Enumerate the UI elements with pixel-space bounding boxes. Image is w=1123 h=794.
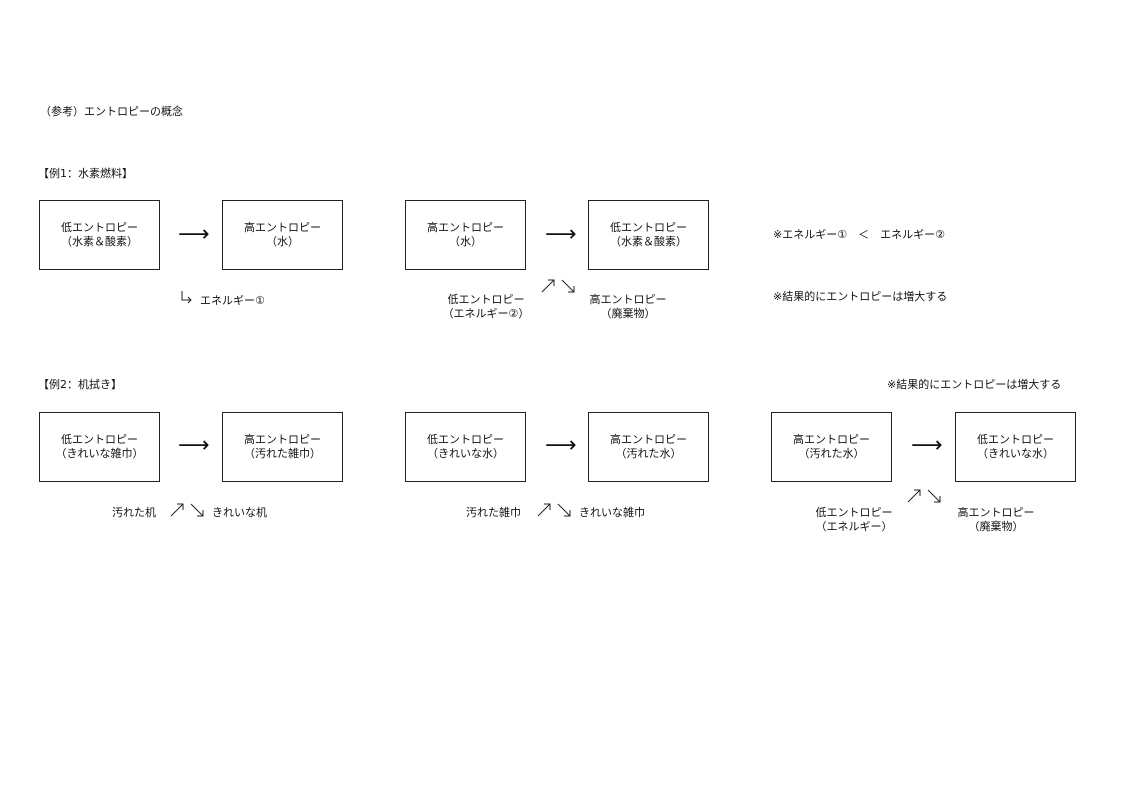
page-title: （参考）エントロピーの概念 [40,105,183,118]
example2-box-clean-water: 低エントロピー （きれいな水） [405,412,526,482]
energy-compare-note: ※エネルギー① ＜ エネルギー② [773,228,945,241]
dirty-desk-label: 汚れた机 [112,506,156,519]
example1-output-label: 高エントロピー （廃棄物） [578,293,678,321]
label-line: （廃棄物） [968,520,1024,533]
box-line: （汚れた水） [798,447,865,460]
box-line: 高エントロピー [244,221,321,234]
box-line: 高エントロピー [427,221,504,234]
label-line: 高エントロピー [589,293,667,306]
label-line: （エネルギー②） [442,307,530,320]
example2-box-dirty-water: 高エントロピー （汚れた水） [588,412,709,482]
box-line: 低エントロピー [610,221,687,234]
box-line: 低エントロピー [977,433,1054,446]
box-line: （水） [449,235,482,248]
right-arrow-icon: ⟶ [911,433,943,458]
box-line: 低エントロピー [61,221,138,234]
example1-box-high-entropy-water-2: 高エントロピー （水） [405,200,526,270]
box-line: （きれいな水） [427,447,504,460]
clean-desk-label: きれいな机 [212,506,267,519]
box-line: 高エントロピー [244,433,321,446]
example2-box-dirty-water-2: 高エントロピー （汚れた水） [771,412,892,482]
box-line: 低エントロピー [61,433,138,446]
label-line: 高エントロピー [957,506,1035,519]
example2-heading: 【例2：机拭き】 [38,378,122,391]
right-arrow-icon: ⟶ [545,433,577,458]
box-line: （汚れた雑巾） [244,447,321,460]
label-line: 低エントロピー [447,293,525,306]
energy1-label: エネルギー① [200,294,265,307]
box-line: 高エントロピー [793,433,870,446]
clean-cloth-label: きれいな雑巾 [579,506,645,519]
example2-box-dirty-cloth: 高エントロピー （汚れた雑巾） [222,412,343,482]
example2-box-clean-cloth: 低エントロピー （きれいな雑巾） [39,412,160,482]
label-line: 低エントロピー [815,506,893,519]
right-arrow-icon: ⟶ [178,222,210,247]
example1-box-low-entropy-h2-o2-2: 低エントロピー （水素＆酸素） [588,200,709,270]
box-line: （きれいな水） [977,447,1054,460]
up-down-exchange-arrows-icon [170,503,204,517]
example2-box-clean-water-2: 低エントロピー （きれいな水） [955,412,1076,482]
down-right-hook-arrow-icon [181,291,192,304]
box-line: 高エントロピー [610,433,687,446]
example2-result-note: ※結果的にエントロピーは増大する [887,378,1062,391]
example2-input-label: 低エントロピー （エネルギー） [804,506,904,534]
box-line: （汚れた水） [615,447,682,460]
label-line: （エネルギー） [815,520,893,533]
box-line: （水素＆酸素） [61,235,138,248]
up-down-exchange-arrows-icon [907,489,941,503]
example1-box-low-entropy-h2-o2: 低エントロピー （水素＆酸素） [39,200,160,270]
right-arrow-icon: ⟶ [545,222,577,247]
box-line: （水） [266,235,299,248]
example1-heading: 【例1：水素燃料】 [38,167,133,180]
up-down-exchange-arrows-icon [541,279,575,293]
example1-result-note: ※結果的にエントロピーは増大する [773,290,948,303]
box-line: 低エントロピー [427,433,504,446]
right-arrow-icon: ⟶ [178,433,210,458]
example2-output-label: 高エントロピー （廃棄物） [946,506,1046,534]
box-line: （水素＆酸素） [610,235,687,248]
example1-box-high-entropy-water: 高エントロピー （水） [222,200,343,270]
dirty-cloth-label: 汚れた雑巾 [466,506,521,519]
box-line: （きれいな雑巾） [55,447,144,460]
label-line: （廃棄物） [600,307,656,320]
example1-input-label: 低エントロピー （エネルギー②） [430,293,542,321]
up-down-exchange-arrows-icon [537,503,571,517]
